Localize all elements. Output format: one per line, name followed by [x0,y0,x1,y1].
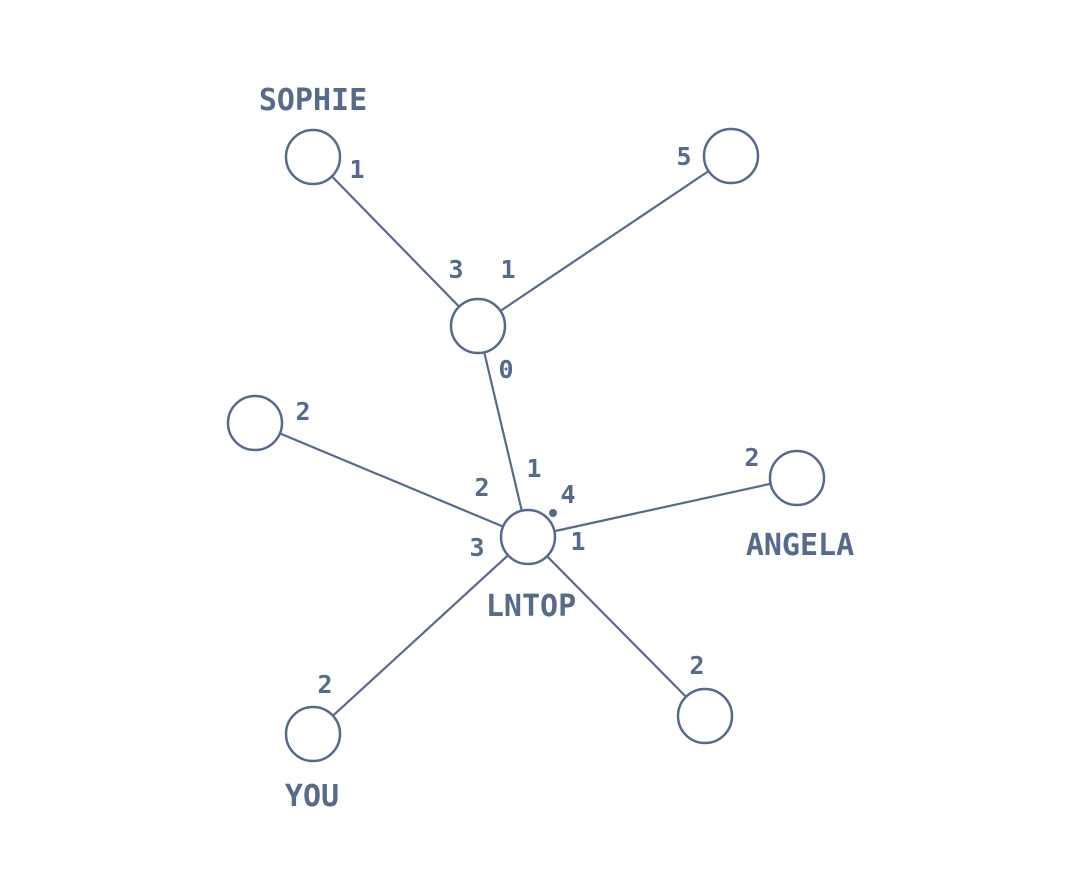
graph-edge-you-lntop [311,535,530,736]
edge-weight-hub-lntop-lntop: 1 [526,454,541,483]
graph-node-sophie[interactable] [284,128,342,186]
edge-weight-southeast-lntop-lntop: 1 [570,527,585,556]
edge-weight-west-lntop-lntop: 2 [474,473,489,502]
graph-edge-angela-lntop [526,476,799,539]
edge-weight-northeast-hub-northeast: 5 [676,142,691,171]
graph-node-lntop[interactable] [499,508,557,566]
edge-weight-southeast-lntop-southeast: 2 [689,651,704,680]
edge-weight-you-lntop-you: 2 [317,670,332,699]
graph-edge-northeast-hub [476,154,733,328]
edge-weight-northeast-hub-hub: 1 [500,255,515,284]
graph-node-you[interactable] [284,705,342,763]
edge-weight-you-lntop-lntop: 3 [469,533,484,562]
edge-weight-west-lntop-west: 2 [295,397,310,426]
edge-weight-sophie-hub-hub: 3 [448,255,463,284]
graph-edge-sophie-hub [311,155,480,328]
graph-node-angela[interactable] [768,449,826,507]
edge-weight-angela-lntop-angela: 2 [744,443,759,472]
edge-weight-angela-lntop-lntop: 4 [560,480,575,509]
graph-node-southeast[interactable] [676,687,734,745]
node-label-you: YOU [285,779,339,814]
graph-node-northeast[interactable] [702,127,760,185]
graph-node-west[interactable] [226,394,284,452]
graph-edge-southeast-lntop [526,535,707,718]
cursor-dot [549,509,557,517]
graph-edge-hub-lntop [476,324,530,539]
node-label-angela: ANGELA [746,528,854,563]
edge-weight-hub-lntop-hub: 0 [498,355,513,384]
edge-weight-sophie-hub-sophie: 1 [349,155,364,184]
graph-node-hub[interactable] [449,297,507,355]
node-label-sophie: SOPHIE [259,83,367,118]
graph-edge-west-lntop [253,421,530,539]
node-label-lntop: LNTOP [486,589,576,624]
